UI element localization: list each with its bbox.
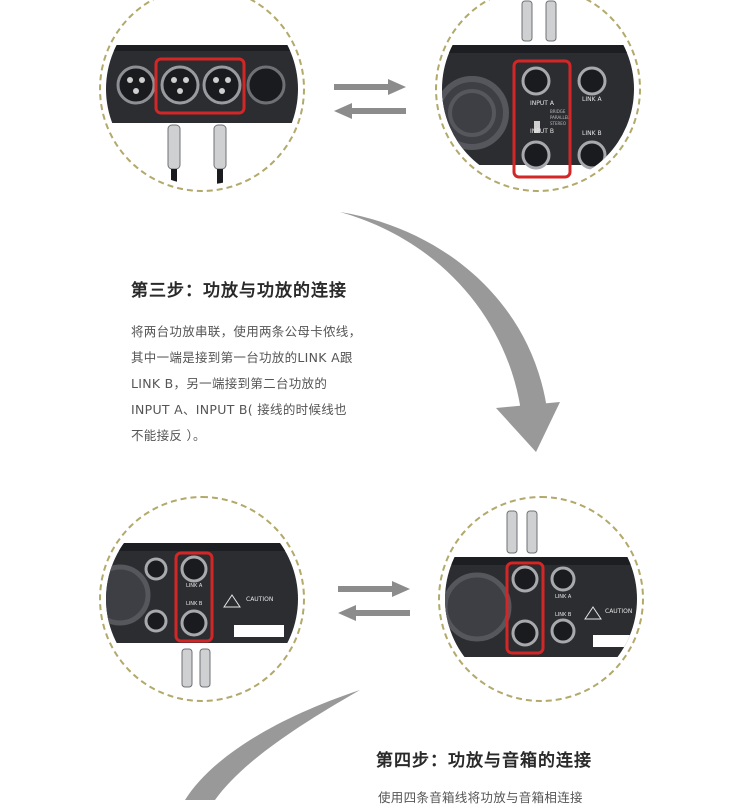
curve-arrow-bottom — [185, 690, 360, 800]
caution-label: CAUTION — [246, 596, 273, 603]
red-highlight-box — [512, 59, 572, 179]
panel-photo-3: LINK A LINK B CAUTION — [106, 543, 298, 688]
mode-option-1: BRIDGE — [550, 109, 566, 114]
input-a-label: INPUT A — [530, 100, 555, 107]
caution-label: CAUTION — [605, 608, 632, 615]
red-highlight-box — [154, 57, 246, 115]
step3-line: 其中一端是接到第一台功放的LINK A跟 — [131, 350, 353, 365]
xlr-connector-1 — [116, 65, 156, 105]
photo-circle-2 — [435, 0, 641, 192]
swap-arrows-1 — [334, 79, 406, 119]
photo-circle-1-inner — [106, 0, 298, 185]
panel-photo-1 — [106, 45, 298, 185]
step3-line: 不能接反 ）。 — [131, 428, 206, 443]
photo-circle-3 — [99, 496, 305, 702]
link-a-label: LINK A — [555, 594, 572, 600]
photo-circle-3-inner: LINK A LINK B CAUTION — [106, 503, 298, 695]
xlr-connector-4 — [246, 65, 286, 105]
curve-arrowhead-top — [496, 402, 560, 452]
link-a-label: LINK A — [186, 583, 203, 589]
photo-circle-4 — [438, 496, 644, 702]
red-highlight-box — [505, 561, 545, 655]
photo-circle-1 — [99, 0, 305, 192]
step3-title: 第三步：功放与功放的连接 — [131, 281, 347, 301]
xlr-cable-plugs — [167, 124, 227, 185]
panel-photo-2: INPUT A INPUT B LINK A LINK B BRIDGE PAR… — [442, 0, 634, 179]
photo-circle-4-inner: LINK A LINK B CAUTION — [445, 503, 637, 695]
red-highlight-box — [174, 551, 214, 643]
step3-body: 将两台功放串联，使用两条公母卡侬线， 其中一端是接到第一台功放的LINK A跟 … — [131, 319, 401, 449]
step4-partial-line: 使用四条音箱线将功放与音箱相连接 — [378, 790, 583, 805]
xlr-connector-3 — [202, 65, 242, 105]
link-b-label: LINK B — [582, 130, 602, 137]
step3-line: INPUT A、INPUT B( 接线的时候线也 — [131, 402, 347, 417]
link-b-label: LINK B — [555, 612, 572, 618]
step4-title: 第四步：功放与音箱的连接 — [376, 751, 592, 771]
mode-option-2: PARALLEL — [550, 115, 570, 120]
swap-arrows-2 — [338, 581, 410, 621]
panel-photo-4: LINK A LINK B CAUTION — [445, 510, 637, 657]
step3-line: LINK B，另一端接到第二台功放的 — [131, 376, 328, 391]
curve-arrow-top — [340, 212, 548, 418]
link-a-label: LINK A — [582, 96, 602, 103]
step3-line: 将两台功放串联，使用两条公母卡侬线， — [131, 324, 362, 339]
xlr-connector-2 — [160, 65, 200, 105]
link-b-label: LINK B — [186, 601, 203, 607]
input-b-label: INPUT B — [530, 128, 554, 135]
photo-circle-2-inner: INPUT A INPUT B LINK A LINK B BRIDGE PAR… — [442, 0, 634, 185]
mode-option-3: STEREO — [550, 121, 566, 126]
